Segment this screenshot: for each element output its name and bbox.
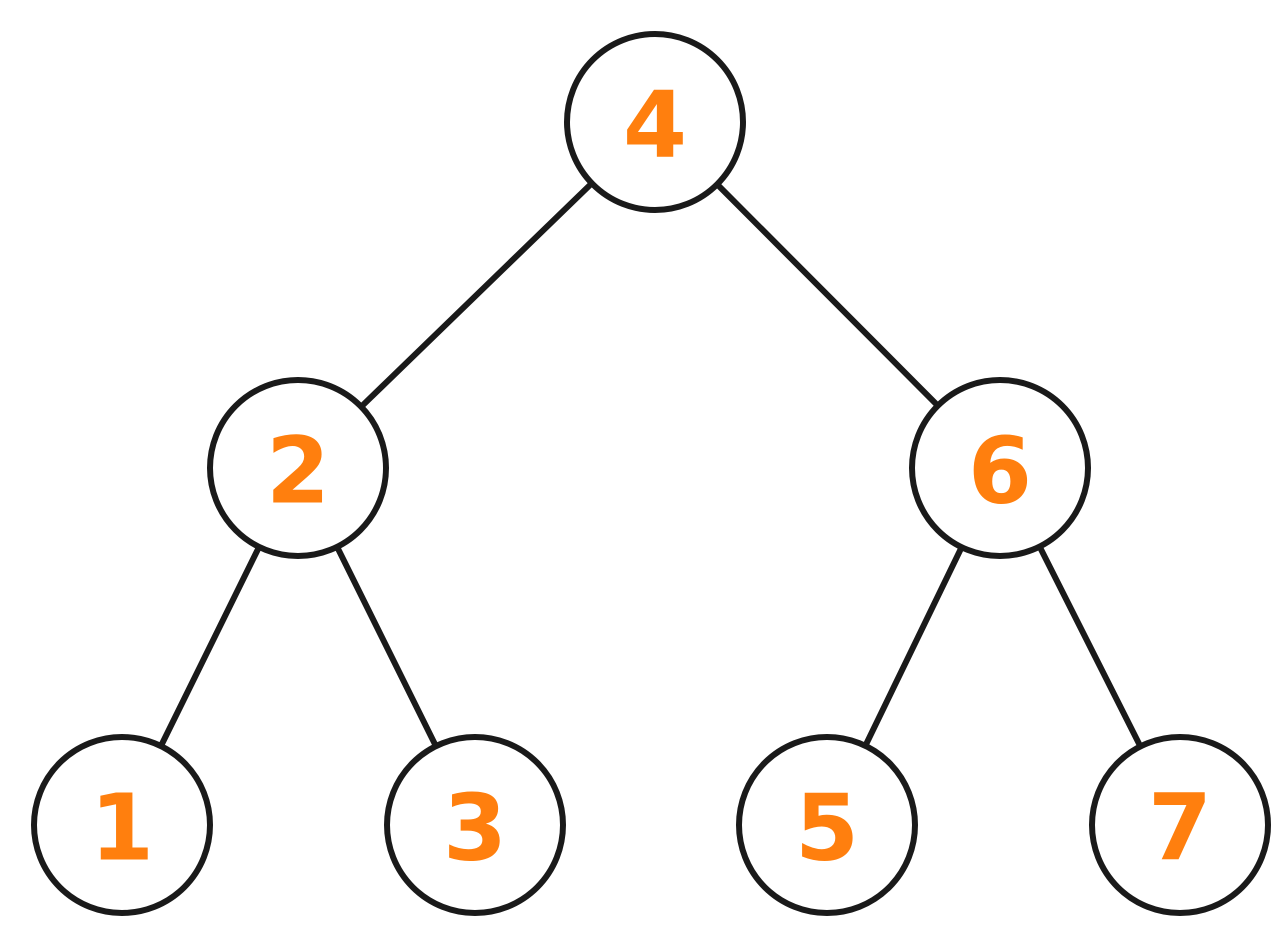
node-circle-2[interactable] <box>207 377 389 559</box>
node-circle-7[interactable] <box>1089 734 1271 916</box>
tree-node-3[interactable]: 3 <box>384 734 566 916</box>
tree-node-5[interactable]: 5 <box>736 734 918 916</box>
node-layer: 4 2 6 1 3 5 7 <box>31 31 1271 916</box>
node-label-7: 7 <box>1148 775 1212 882</box>
tree-node-6[interactable]: 6 <box>909 377 1091 559</box>
node-label-3: 3 <box>443 775 507 882</box>
tree-edge-2-1 <box>157 542 263 751</box>
node-label-1: 1 <box>90 775 154 882</box>
tree-node-2[interactable]: 2 <box>207 377 389 559</box>
node-circle-5[interactable] <box>736 734 918 916</box>
tree-edge-4-2 <box>356 178 597 412</box>
tree-node-4[interactable]: 4 <box>564 31 746 213</box>
node-circle-3[interactable] <box>384 734 566 916</box>
tree-edge-2-3 <box>333 542 440 751</box>
tree-node-1[interactable]: 1 <box>31 734 213 916</box>
edge-layer <box>157 178 1145 752</box>
tree-node-7[interactable]: 7 <box>1089 734 1271 916</box>
node-label-6: 6 <box>968 418 1032 525</box>
tree-edge-4-6 <box>712 179 943 411</box>
tree-edge-6-7 <box>1035 541 1145 752</box>
node-label-4: 4 <box>623 72 687 179</box>
node-label-5: 5 <box>795 775 859 882</box>
node-label-2: 2 <box>266 418 330 525</box>
tree-edge-6-5 <box>861 542 966 751</box>
node-circle-6[interactable] <box>909 377 1091 559</box>
node-circle-1[interactable] <box>31 734 213 916</box>
node-circle-4[interactable] <box>564 31 746 213</box>
